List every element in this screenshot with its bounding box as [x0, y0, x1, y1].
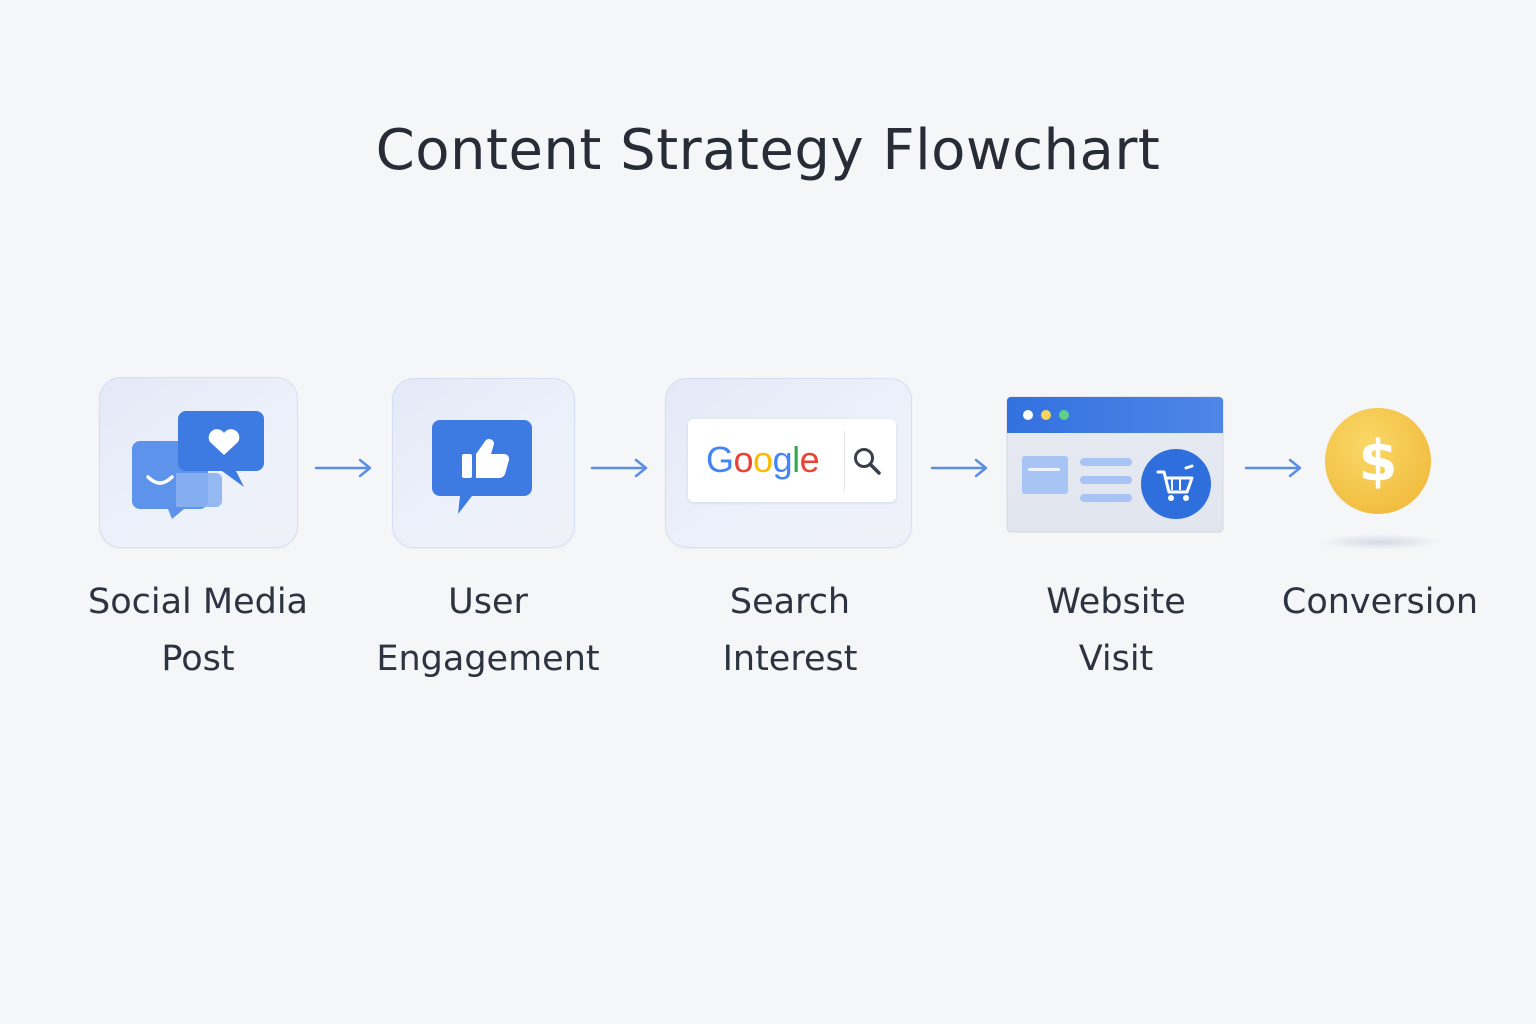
arrow-right-icon	[590, 458, 648, 478]
divider	[844, 431, 845, 491]
chat-bubbles-heart-icon	[132, 411, 264, 519]
step-label: Website Visit	[1046, 582, 1186, 679]
arrow-right-icon	[314, 458, 372, 478]
arrow-right-icon	[1244, 458, 1302, 478]
search-bar-icon: Google	[688, 419, 896, 502]
search-wordmark: Google	[706, 439, 820, 480]
step-label: Social Media Post	[87, 582, 308, 679]
step-label: Search Interest	[722, 582, 858, 679]
thumbs-up-icon	[432, 420, 532, 514]
browser-cart-icon	[1006, 396, 1224, 533]
step-label: Conversion	[1281, 582, 1479, 622]
svg-text:$: $	[1359, 429, 1398, 494]
magnifier-icon	[854, 448, 881, 475]
arrow-right-icon	[930, 458, 988, 478]
diagram-title: Content Strategy Flowchart	[375, 118, 1161, 183]
step-label: User Engagement	[376, 582, 600, 679]
dollar-coin-icon: $	[1318, 408, 1442, 550]
